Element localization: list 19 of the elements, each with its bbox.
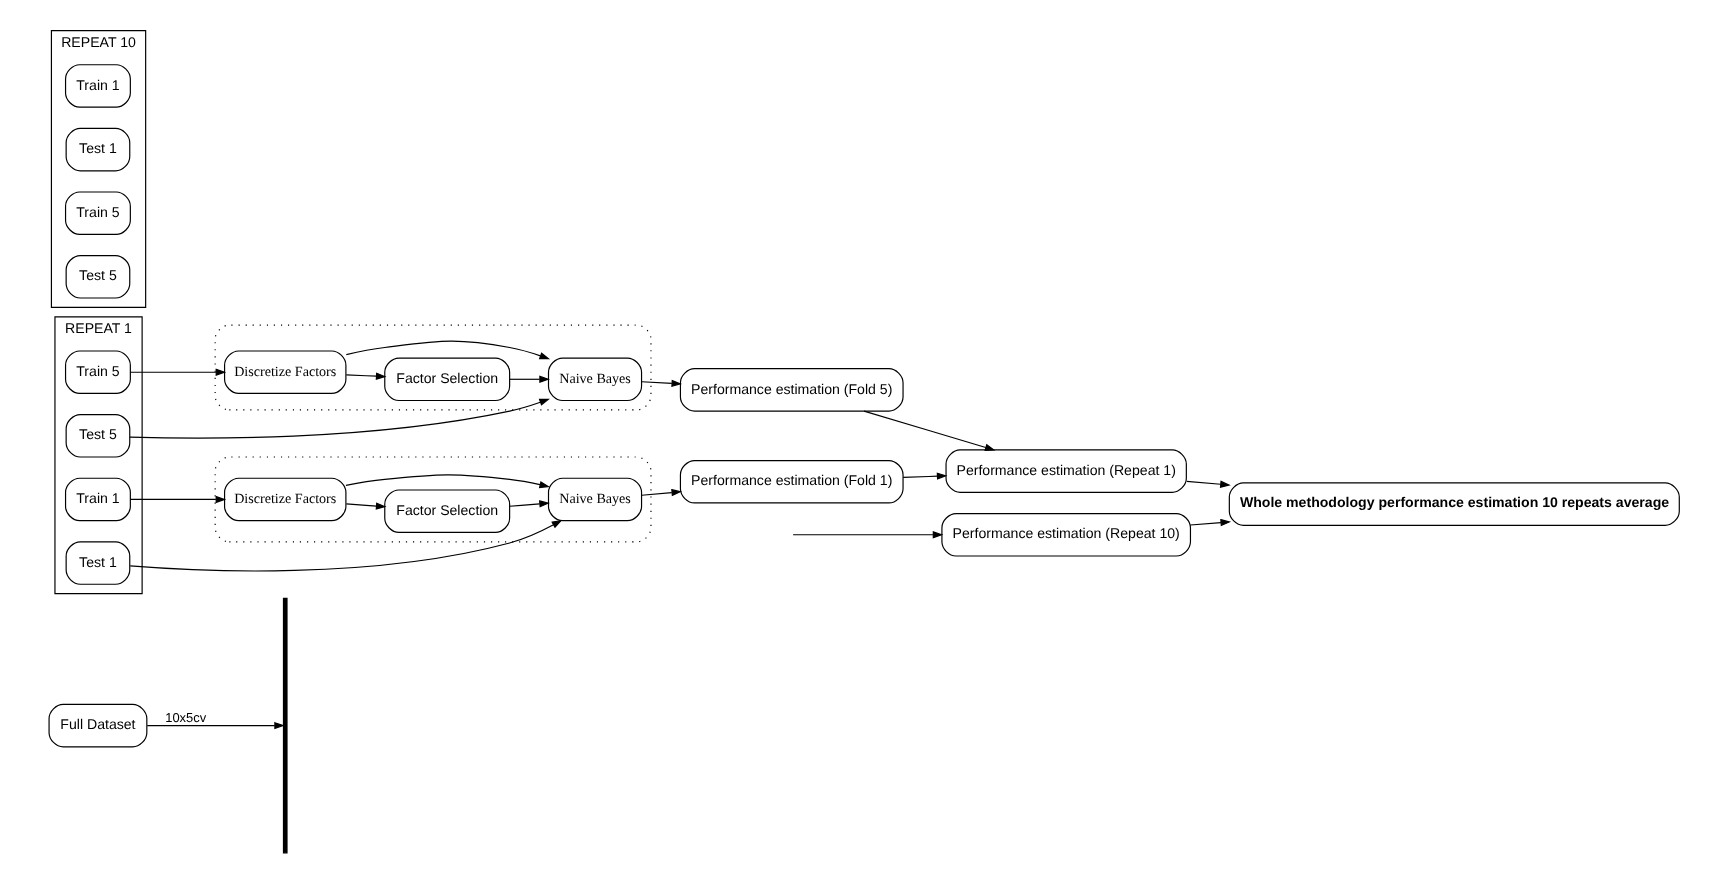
node-bar bbox=[282, 597, 288, 854]
arrow bbox=[509, 500, 550, 508]
arrow bbox=[641, 488, 683, 497]
arrow bbox=[129, 495, 227, 504]
arrow bbox=[129, 398, 550, 439]
arrow bbox=[345, 340, 551, 360]
arrow bbox=[146, 721, 285, 730]
arrow bbox=[509, 375, 550, 383]
arrow bbox=[345, 372, 387, 380]
arrow bbox=[792, 531, 944, 539]
arrow bbox=[129, 519, 563, 572]
arrow bbox=[345, 502, 387, 510]
arrow bbox=[1189, 518, 1232, 527]
arrow bbox=[863, 410, 996, 451]
arrow bbox=[1186, 480, 1231, 488]
arrow bbox=[902, 472, 948, 480]
arrow bbox=[129, 368, 227, 376]
arrow bbox=[641, 379, 683, 388]
arrow bbox=[345, 474, 551, 489]
